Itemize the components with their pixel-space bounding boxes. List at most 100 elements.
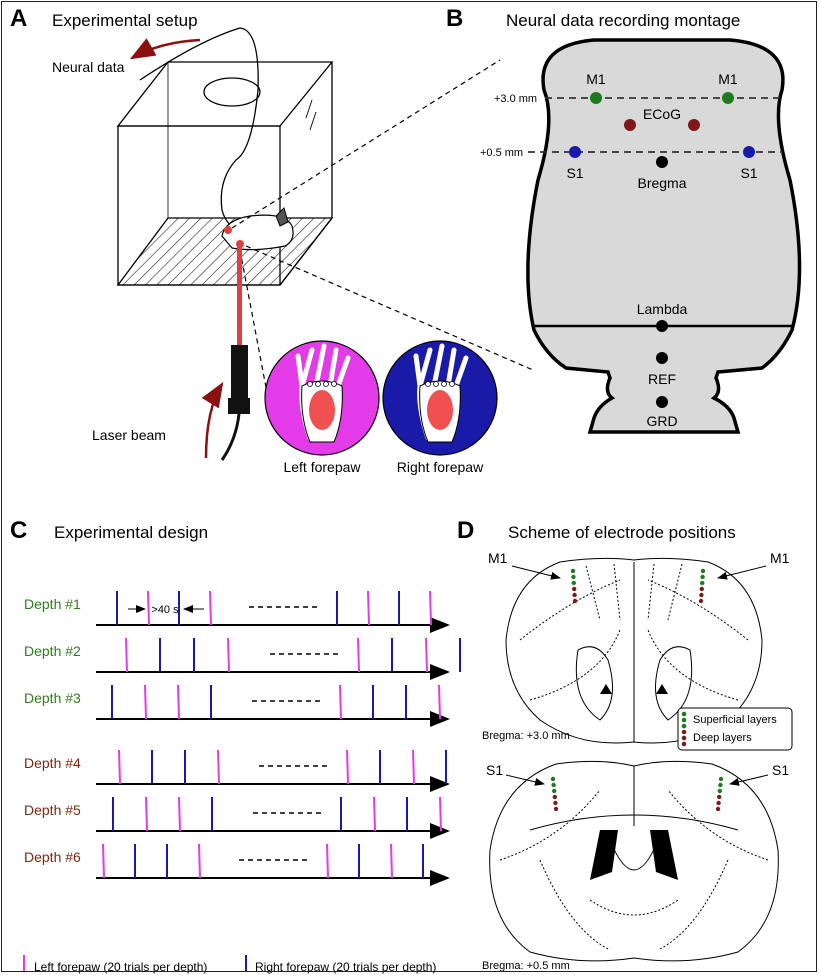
panel-d-title: Scheme of electrode positions [508, 523, 736, 542]
depth-label: Depth #4 [24, 755, 81, 771]
left-forepaw-trial [177, 684, 180, 720]
panel-b-title: Neural data recording montage [506, 11, 740, 30]
left-forepaw-trial [439, 796, 442, 832]
ecog-label: ECoG [643, 106, 681, 122]
zoom-line-to-b-bottom [245, 245, 534, 371]
depth-label: Depth #3 [24, 690, 81, 706]
gap-label: >40 s [151, 604, 179, 616]
s1-left-electrode [569, 146, 581, 158]
label-plus-3mm: +3.0 mm [494, 93, 537, 105]
ecog-right-electrode [688, 119, 700, 131]
m1-right-label: M1 [718, 71, 738, 87]
left-forepaw-trial [144, 684, 147, 720]
d-s1-left-label: S1 [486, 762, 503, 778]
left-forepaw-trial [346, 749, 349, 785]
left-forepaw-trial [198, 843, 201, 879]
s1-right-electrode [743, 146, 755, 158]
ventricle-left-bottom [590, 830, 618, 880]
laser-beam [237, 244, 242, 348]
panel-d-letter: D [457, 517, 474, 544]
neural-data-label: Neural data [52, 59, 125, 75]
d-s1-left-arrow [505, 774, 545, 786]
d-m1-right-arrow [717, 565, 767, 580]
d-s1-right-arrow [729, 774, 769, 786]
lambda-dot [656, 320, 668, 332]
s1-left-label: S1 [566, 165, 583, 181]
panel-b: B Neural data recording montage +3.0 mm … [446, 5, 802, 434]
depth-label: Depth #2 [24, 643, 81, 659]
d-s1-right-label: S1 [772, 762, 789, 778]
ventricle-right-top [656, 684, 668, 694]
left-forepaw-trial [147, 590, 150, 626]
depth-label: Depth #5 [24, 802, 81, 818]
lambda-label: Lambda [637, 301, 688, 317]
panel-d: D Scheme of electrode positions [457, 517, 793, 972]
paw-icon [295, 343, 469, 443]
brain-section-top [505, 557, 763, 744]
left-forepaw-trial [125, 637, 128, 673]
legend-superficial: Superficial layers [693, 714, 777, 726]
right-paw-icon [413, 343, 469, 443]
panel-c-letter: C [10, 517, 27, 544]
m1-right-electrode-column [698, 568, 706, 604]
m1-left-label: M1 [586, 71, 606, 87]
ecog-left-electrode [624, 119, 636, 131]
ref-dot [656, 352, 668, 364]
neural-cable [139, 27, 259, 231]
left-paw-icon [295, 343, 351, 443]
left-forepaw-trial [390, 843, 393, 879]
grd-dot [656, 396, 668, 408]
depth-label: Depth #6 [24, 849, 81, 865]
left-forepaw-trial [357, 637, 360, 673]
zoom-line-to-paw [239, 249, 269, 399]
m1-left-electrode [590, 92, 602, 104]
left-forepaw-trial [227, 637, 230, 673]
left-forepaw-trial [326, 843, 329, 879]
legend-right-label: Right forepaw (20 trials per depth) [255, 960, 436, 974]
laser-base [228, 398, 250, 414]
left-forepaw-label: Left forepaw [283, 459, 361, 475]
m1-left-electrode-column [570, 568, 578, 604]
label-plus-05mm: +0.5 mm [480, 147, 523, 159]
laser-emitter [231, 345, 248, 400]
zoom-line-to-b-top [231, 59, 501, 229]
ventricle-right-bottom [650, 830, 678, 880]
rat [221, 207, 294, 251]
left-forepaw-trial [438, 684, 441, 720]
legend-left-label: Left forepaw (20 trials per depth) [34, 960, 207, 974]
s1-right-electrode-column [715, 776, 724, 812]
left-forepaw-trial [425, 637, 428, 673]
bregma-dot [656, 156, 668, 168]
s1-right-label: S1 [740, 165, 757, 181]
s1-left-electrode-column [550, 776, 559, 812]
depth-label: Depth #1 [24, 596, 81, 612]
left-forepaw-trial [217, 749, 220, 785]
cable-loop [203, 77, 261, 107]
left-forepaw-trial [373, 796, 376, 832]
grd-label: GRD [646, 413, 677, 429]
skull-outline [526, 38, 802, 434]
panel-a-letter: A [10, 5, 27, 32]
bregma-top-label: Bregma: +3.0 mm [482, 730, 570, 742]
trial-timelines: Depth #1 Depth #2 Depth #3 Depth #4 Depth #5… [24, 590, 461, 886]
layer-legend: Superficial layers Deep layers [677, 707, 793, 751]
gap-marker: >40 s [128, 604, 204, 616]
electrode-columns [550, 568, 724, 812]
panel-b-letter: B [446, 5, 463, 32]
d-m1-left-arrow [511, 565, 561, 580]
left-forepaw-trial [339, 684, 342, 720]
laser-beam-label: Laser beam [92, 427, 166, 443]
right-forepaw-label: Right forepaw [397, 459, 484, 475]
ref-label: REF [648, 371, 676, 387]
laser-arrow [201, 381, 224, 459]
bregma-bottom-label: Bregma: +0.5 mm [482, 960, 570, 972]
d-m1-left-label: M1 [488, 550, 508, 566]
legend-deep: Deep layers [693, 732, 752, 744]
left-forepaw-trial [367, 590, 370, 626]
left-forepaw-trial [145, 796, 148, 832]
neural-data-arrow [129, 38, 201, 60]
d-m1-right-label: M1 [770, 550, 790, 566]
brain-section-bottom [489, 760, 779, 962]
left-forepaw-trial [178, 796, 181, 832]
